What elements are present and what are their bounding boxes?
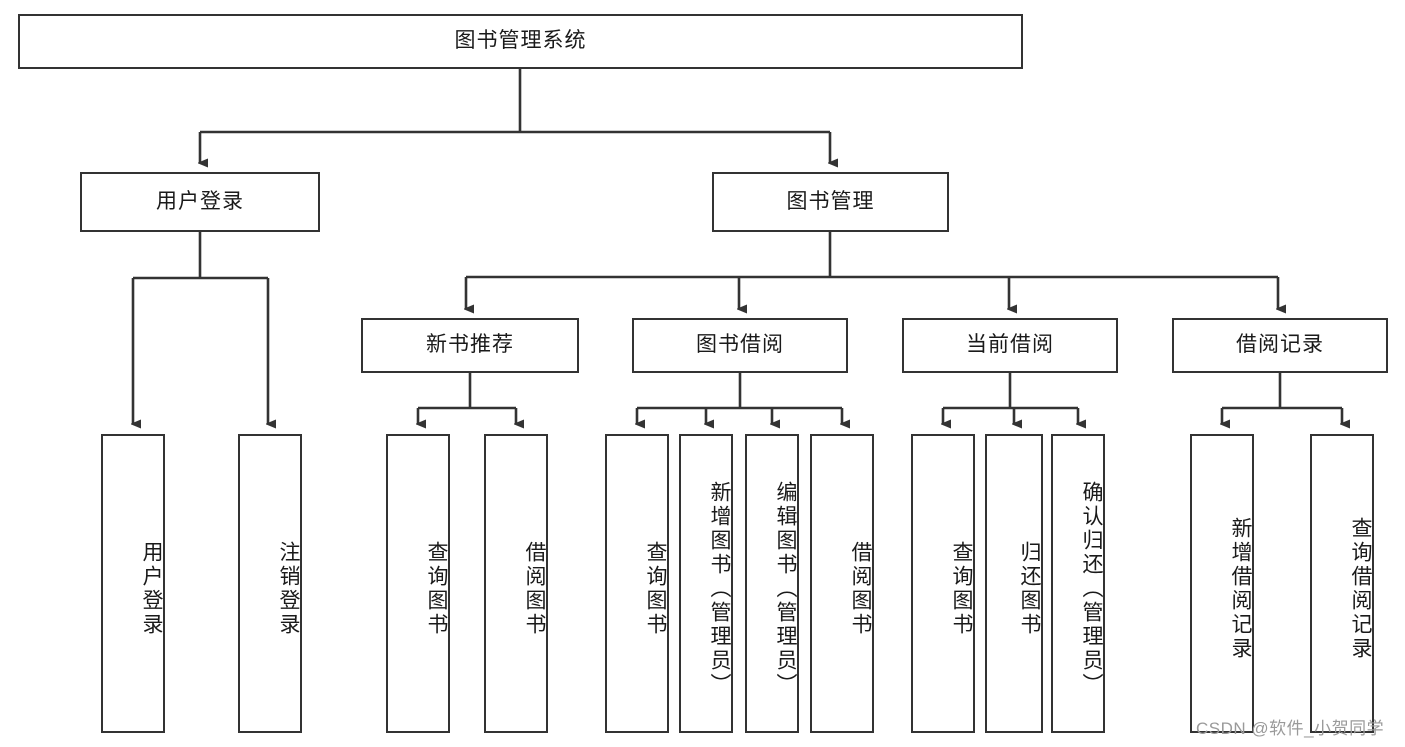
node-user-login[interactable]: 用户登录 bbox=[80, 172, 320, 232]
leaf-query-book-1-label: 查询图书 bbox=[425, 540, 448, 637]
leaf-edit-book-admin[interactable]: 编辑图书（管理员） bbox=[745, 434, 799, 733]
leaf-borrow-book-1[interactable]: 借阅图书 bbox=[484, 434, 548, 733]
node-current-borrow-label: 当前借阅 bbox=[966, 333, 1054, 357]
node-user-login-label: 用户登录 bbox=[156, 189, 244, 213]
node-borrow-record-label: 借阅记录 bbox=[1236, 333, 1324, 357]
leaf-edit-book-admin-label: 编辑图书（管理员） bbox=[774, 480, 797, 697]
leaf-user-login[interactable]: 用户登录 bbox=[101, 434, 165, 733]
leaf-borrow-book-1-label: 借阅图书 bbox=[523, 540, 546, 637]
leaf-user-logout[interactable]: 注销登录 bbox=[238, 434, 302, 733]
leaf-return-book-label: 归还图书 bbox=[1018, 540, 1041, 637]
leaf-user-login-label: 用户登录 bbox=[140, 540, 163, 637]
leaf-query-borrow-record[interactable]: 查询借阅记录 bbox=[1310, 434, 1374, 733]
node-book-manage[interactable]: 图书管理 bbox=[712, 172, 949, 232]
leaf-query-book-2[interactable]: 查询图书 bbox=[605, 434, 669, 733]
leaf-query-book-1[interactable]: 查询图书 bbox=[386, 434, 450, 733]
node-book-borrow-label: 图书借阅 bbox=[696, 333, 784, 357]
node-new-book-rec[interactable]: 新书推荐 bbox=[361, 318, 579, 373]
leaf-query-book-3-label: 查询图书 bbox=[950, 540, 973, 637]
node-root[interactable]: 图书管理系统 bbox=[18, 14, 1023, 69]
leaf-confirm-return-admin[interactable]: 确认归还（管理员） bbox=[1051, 434, 1105, 733]
leaf-borrow-book-2[interactable]: 借阅图书 bbox=[810, 434, 874, 733]
leaf-query-borrow-record-label: 查询借阅记录 bbox=[1349, 516, 1372, 661]
leaf-user-logout-label: 注销登录 bbox=[277, 540, 300, 637]
leaf-add-borrow-record[interactable]: 新增借阅记录 bbox=[1190, 434, 1254, 733]
csdn-watermark: CSDN @软件_小贺同学 bbox=[1196, 719, 1385, 738]
leaf-borrow-book-2-label: 借阅图书 bbox=[849, 540, 872, 637]
leaf-query-book-3[interactable]: 查询图书 bbox=[911, 434, 975, 733]
node-borrow-record[interactable]: 借阅记录 bbox=[1172, 318, 1388, 373]
node-root-label: 图书管理系统 bbox=[454, 29, 587, 53]
leaf-add-book-admin[interactable]: 新增图书（管理员） bbox=[679, 434, 733, 733]
leaf-return-book[interactable]: 归还图书 bbox=[985, 434, 1043, 733]
leaf-add-book-admin-label: 新增图书（管理员） bbox=[708, 480, 731, 697]
node-new-book-rec-label: 新书推荐 bbox=[426, 333, 514, 357]
leaf-add-borrow-record-label: 新增借阅记录 bbox=[1229, 516, 1252, 661]
leaf-query-book-2-label: 查询图书 bbox=[644, 540, 667, 637]
leaf-confirm-return-admin-label: 确认归还（管理员） bbox=[1080, 480, 1103, 697]
node-current-borrow[interactable]: 当前借阅 bbox=[902, 318, 1118, 373]
node-book-borrow[interactable]: 图书借阅 bbox=[632, 318, 848, 373]
node-book-manage-label: 图书管理 bbox=[786, 189, 875, 213]
